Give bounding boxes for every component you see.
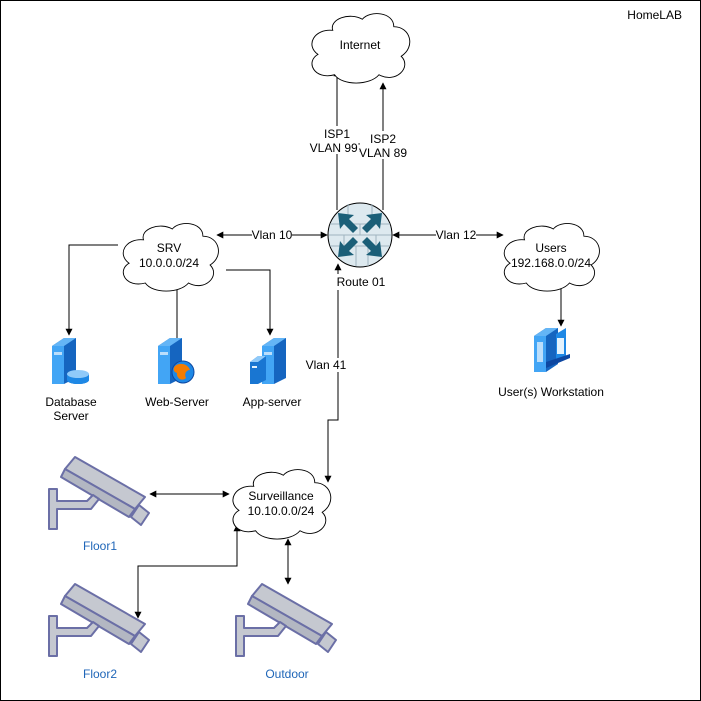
surveillance-label: Surveillance (248, 489, 314, 503)
workstation-icon[interactable] (534, 328, 570, 372)
srv-label: SRV (157, 241, 181, 255)
web-server-icon[interactable] (158, 338, 195, 384)
vlan41-label: Vlan 41 (306, 358, 347, 372)
isp2-label: ISP2 (370, 132, 396, 146)
router-label-bg (333, 274, 389, 290)
isp2-vlan-label: VLAN 89 (359, 146, 407, 160)
web-server-label: Web-Server (145, 395, 209, 409)
isp1-label: ISP1 (324, 127, 350, 141)
link-srv-database[interactable] (65, 244, 118, 336)
camera-floor2-label: Floor2 (83, 667, 117, 681)
frame-title: HomeLAB (627, 8, 682, 22)
surveillance-cloud[interactable]: Surveillance 10.10.0.0/24 (232, 469, 332, 540)
link-vlan41[interactable] (324, 263, 342, 483)
vlan12-label: Vlan 12 (436, 228, 477, 242)
database-label-line2: Server (53, 409, 88, 423)
srv-subnet-label: 10.0.0.0/24 (139, 256, 199, 270)
srv-cloud[interactable]: SRV 10.0.0.0/24 (122, 223, 219, 292)
vlan10-label-bg (252, 228, 292, 242)
surveillance-subnet-label: 10.10.0.0/24 (248, 504, 315, 518)
router-label: Route 01 (337, 275, 386, 289)
users-label: Users (535, 241, 566, 255)
app-server-icon[interactable] (250, 338, 286, 384)
internet-cloud[interactable]: Internet (311, 13, 411, 84)
workstation-label: User(s) Workstation (498, 385, 604, 399)
database-label: Database (45, 395, 97, 409)
database-label-bg (43, 394, 99, 422)
users-subnet-label: 192.168.0.0/24 (511, 256, 591, 270)
internet-label: Internet (340, 38, 381, 52)
users-cloud[interactable]: Users 192.168.0.0/24 (503, 223, 600, 292)
app-server-label: App-server (243, 395, 302, 409)
isp1-label-bg (311, 126, 363, 154)
vlan41-label-bg (306, 358, 346, 372)
vlan12-label-bg (436, 228, 476, 242)
camera-outdoor-label: Outdoor (265, 667, 308, 681)
router-firewall-icon[interactable] (327, 202, 393, 268)
database-server-icon[interactable] (52, 338, 89, 384)
isp2-label-bg (360, 131, 406, 159)
camera-floor1-label: Floor1 (83, 539, 117, 553)
link-surveillance-floor2[interactable] (134, 524, 241, 619)
connectors (65, 69, 565, 619)
vlan10-label: Vlan 10 (252, 228, 293, 242)
isp1-vlan-label: VLAN 997 (310, 141, 365, 155)
link-srv-app[interactable] (226, 269, 274, 336)
